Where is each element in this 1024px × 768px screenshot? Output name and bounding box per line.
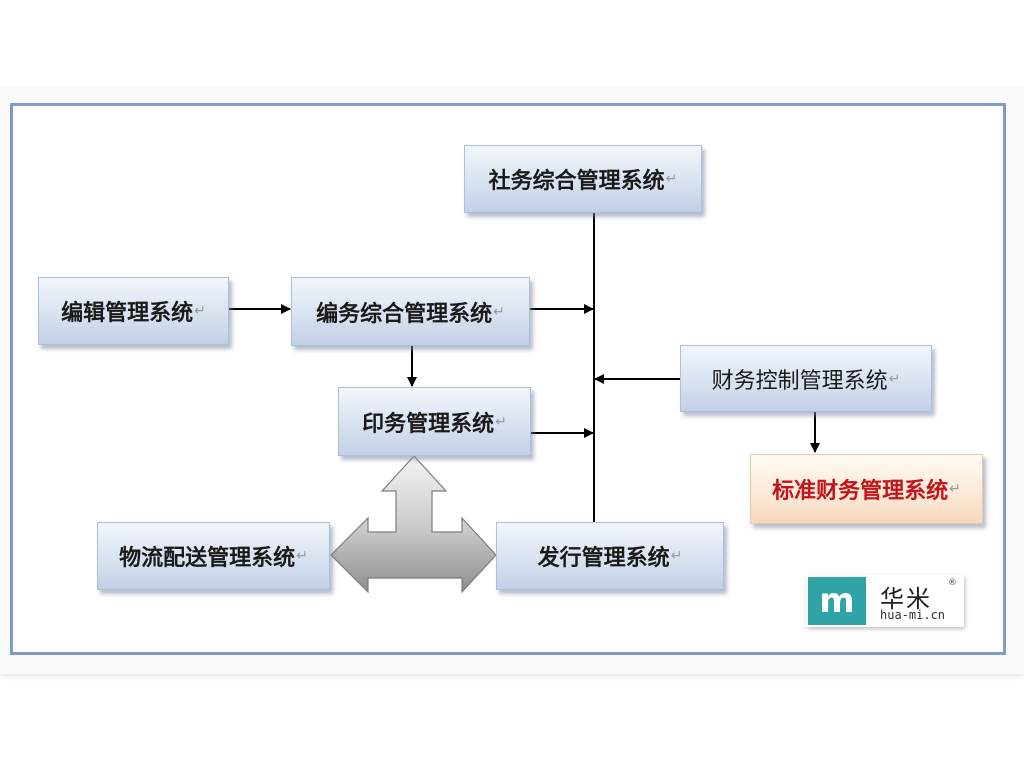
- node-wuliu-label: 物流配送管理系统: [119, 546, 296, 571]
- node-caiwu-kongzhi-label: 财务控制管理系统: [711, 368, 888, 394]
- node-shewu-label: 社务综合管理系统: [488, 169, 665, 194]
- paragraph-mark: ↵: [296, 548, 308, 564]
- paragraph-mark: ↵: [194, 303, 206, 319]
- node-caiwu-kongzhi: 财务控制管理系统↵: [680, 345, 932, 412]
- node-faxing-label: 发行管理系统: [537, 546, 670, 571]
- paragraph-mark: ↵: [495, 413, 507, 430]
- logo-mark-icon: m: [808, 577, 866, 625]
- paragraph-mark: ↵: [493, 303, 505, 320]
- node-bianwu-zonghe: 编务综合管理系统↵: [291, 277, 530, 346]
- paragraph-mark: ↵: [888, 370, 901, 387]
- node-faxing: 发行管理系统↵: [496, 522, 724, 590]
- node-wuliu-peisong: 物流配送管理系统↵: [97, 522, 330, 590]
- logo-registered-mark: ®: [948, 578, 957, 588]
- paragraph-mark: ↵: [670, 548, 683, 564]
- three-way-block-arrow: [330, 455, 497, 594]
- node-bianji: 编辑管理系统↵: [38, 277, 229, 345]
- node-yinwu: 印务管理系统↵: [338, 387, 531, 456]
- paragraph-mark: ↵: [665, 171, 678, 187]
- paragraph-mark: ↵: [949, 481, 961, 497]
- logo-url: hua-mi.cn: [880, 608, 946, 622]
- node-yinwu-label: 印务管理系统: [362, 411, 495, 437]
- node-biaozhun-caiwu-label: 标准财务管理系统: [772, 479, 949, 504]
- node-bianwu-label: 编务综合管理系统: [316, 301, 493, 327]
- node-shewu-zonghe: 社务综合管理系统↵: [464, 145, 702, 213]
- node-biaozhun-caiwu: 标准财务管理系统↵: [750, 454, 983, 524]
- node-bianji-label: 编辑管理系统: [61, 301, 194, 326]
- huami-logo: m 华米 ® hua-mi.cn: [806, 575, 964, 627]
- logo-name: 华米: [880, 585, 932, 613]
